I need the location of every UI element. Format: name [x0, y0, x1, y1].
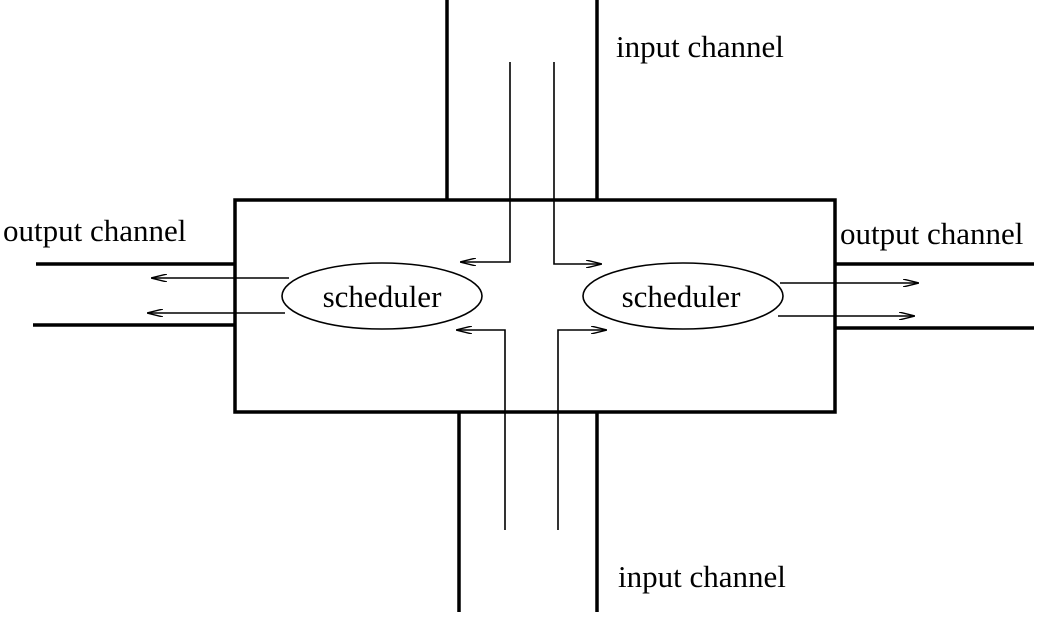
bottom-flow-arrow-to-right-scheduler: [557, 330, 606, 530]
input-channel-bottom-label: input channel: [618, 559, 786, 594]
left-scheduler-label: scheduler: [323, 279, 442, 314]
router-box: [233, 198, 837, 414]
top-flow-arrow-to-left-scheduler: [461, 62, 511, 262]
output-channel-left-label: output channel: [3, 213, 186, 248]
top-flow-arrow-to-right-scheduler: [553, 62, 601, 264]
right-scheduler-label: scheduler: [622, 279, 741, 314]
left-scheduler-ellipse: [281, 262, 483, 330]
bottom-flow-arrow-to-left-scheduler: [457, 330, 506, 530]
input-channel-top-label: input channel: [616, 29, 784, 64]
right-scheduler-ellipse: [582, 262, 784, 330]
output-channel-right-label: output channel: [840, 216, 1023, 251]
